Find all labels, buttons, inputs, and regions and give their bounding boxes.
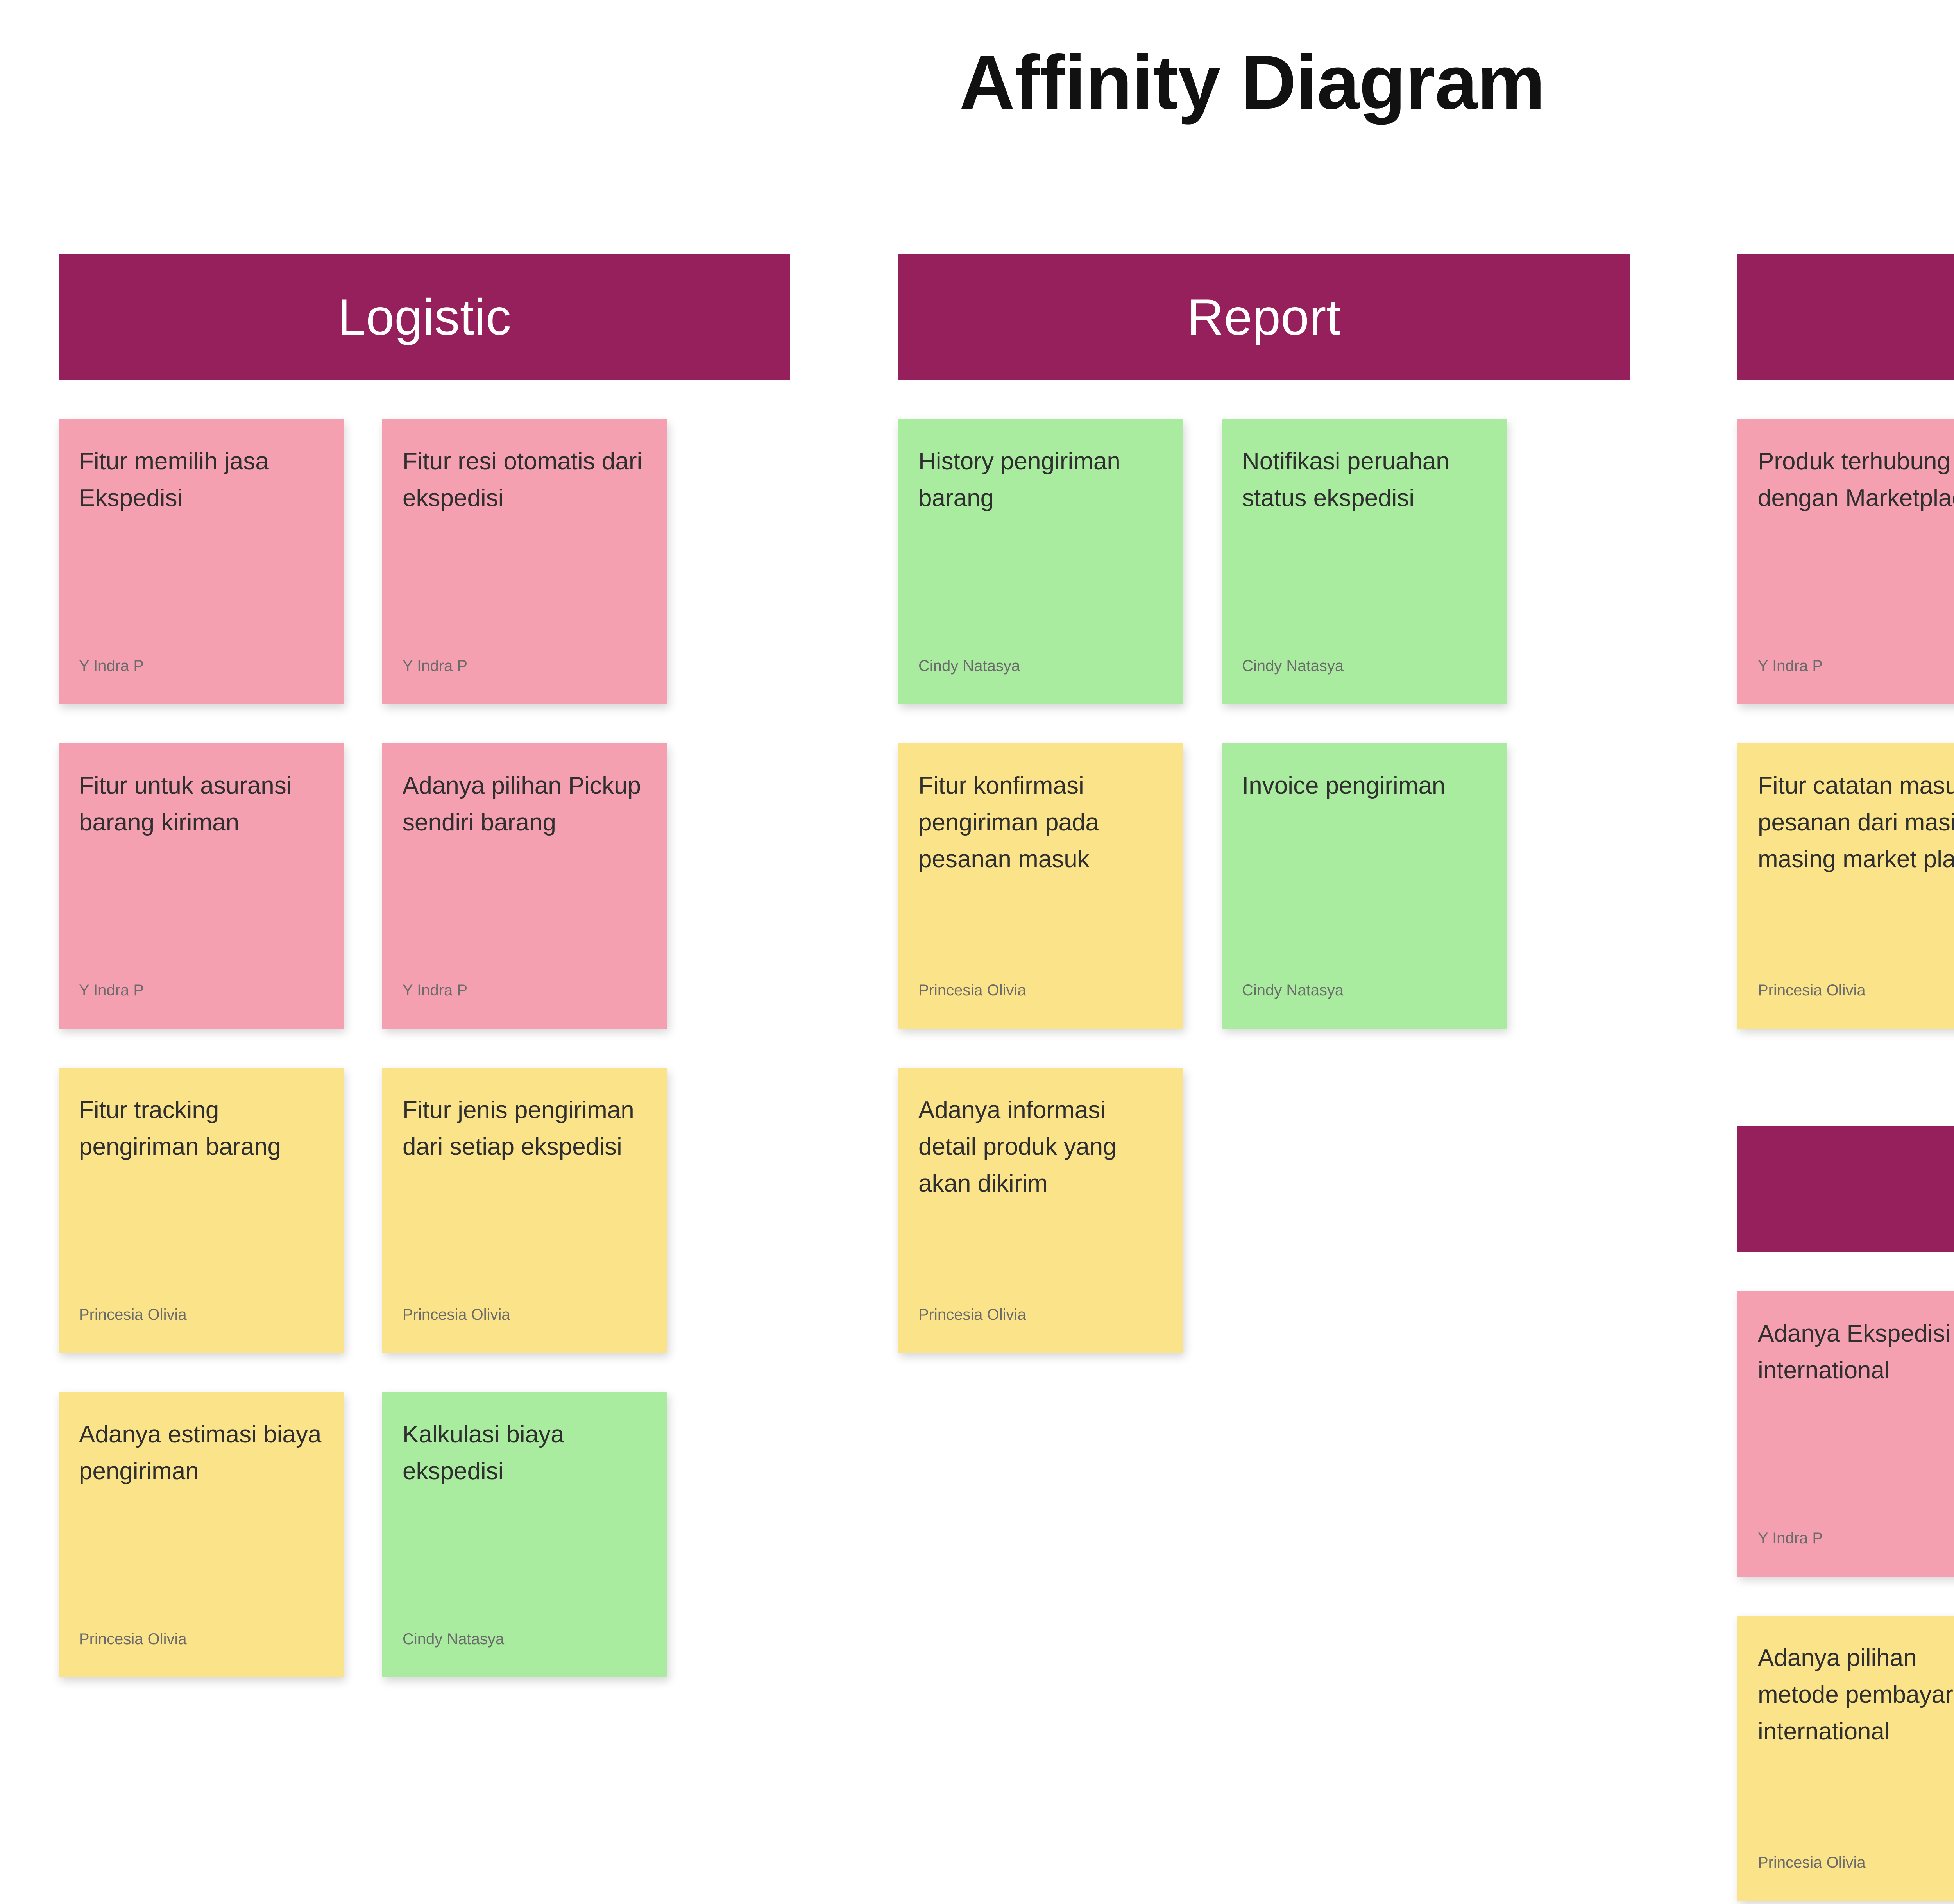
page-title: Affinity Diagram: [959, 39, 1545, 125]
sticky-note-text: Adanya estimasi biaya pengiriman: [79, 1421, 322, 1485]
column-marketplace: Marketplace Produk terhubung dengan Mark…: [1737, 254, 1954, 1901]
category-header-export[interactable]: Export: [1737, 1126, 1954, 1252]
sticky-note-author: Princesia Olivia: [79, 1306, 187, 1323]
sticky-note-author: Cindy Natasya: [918, 657, 1020, 675]
sticky-note-text: Fitur jenis pengiriman dari setiap ekspe…: [403, 1097, 634, 1161]
sticky-note[interactable]: Adanya pilihan Pickup sendiri barang Y In…: [382, 743, 667, 1029]
category-header-label: Logistic: [337, 288, 512, 345]
sticky-note-text: Fitur resi otomatis dari ekspedisi: [403, 448, 642, 512]
notes-grid-marketplace: Produk terhubung dengan Marketplace Y Ind…: [1737, 380, 1954, 1029]
sticky-note-author: Princesia Olivia: [1758, 982, 1866, 999]
category-header-report[interactable]: Report: [898, 254, 1630, 380]
sticky-note[interactable]: Fitur untuk asuransi barang kiriman Y Ind…: [59, 743, 344, 1029]
sticky-note-author: Cindy Natasya: [1242, 982, 1344, 999]
sticky-note[interactable]: Fitur konfirmasi pengiriman pada pesanan…: [898, 743, 1183, 1029]
sticky-note[interactable]: Produk terhubung dengan Marketplace Y Ind…: [1737, 419, 1954, 704]
export-section: Export Adanya Ekspedisi international Y I…: [1737, 1126, 1954, 1901]
column-logistic: Logistic Fitur memilih jasa Ekspedisi Y I…: [59, 254, 790, 1677]
sticky-note-author: Princesia Olivia: [79, 1630, 187, 1648]
sticky-note[interactable]: Adanya informasi detail produk yang akan…: [898, 1068, 1183, 1353]
sticky-note-text: Invoice pengiriman: [1242, 772, 1446, 799]
sticky-note-author: Princesia Olivia: [918, 982, 1026, 999]
sticky-note-text: Fitur catatan masuk pesanan dari masing-…: [1758, 772, 1954, 873]
category-header-label: Report: [1187, 288, 1341, 345]
sticky-note-author: Cindy Natasya: [403, 1630, 505, 1648]
sticky-note-author: Princesia Olivia: [918, 1306, 1026, 1323]
sticky-note-text: Fitur konfirmasi pengiriman pada pesanan…: [918, 772, 1099, 873]
sticky-note-author: Y Indra P: [403, 657, 468, 675]
sticky-note-author: Princesia Olivia: [1758, 1854, 1866, 1871]
sticky-note-author: Cindy Natasya: [1242, 657, 1344, 675]
sticky-note[interactable]: Adanya Ekspedisi international Y Indra P: [1737, 1291, 1954, 1577]
sticky-note[interactable]: Adanya pilihan metode pembayaran interna…: [1737, 1616, 1954, 1901]
sticky-note-text: Kalkulasi biaya ekspedisi: [403, 1421, 564, 1485]
category-header-logistic[interactable]: Logistic: [59, 254, 790, 380]
sticky-note-author: Y Indra P: [1758, 657, 1823, 675]
sticky-note-text: Fitur tracking pengiriman barang: [79, 1097, 281, 1161]
sticky-note-author: Y Indra P: [1758, 1530, 1823, 1547]
sticky-note-text: Notifikasi peruahan status ekspedisi: [1242, 448, 1449, 512]
sticky-note-author: Y Indra P: [79, 982, 144, 999]
sticky-note-text: Adanya pilihan Pickup sendiri barang: [403, 772, 641, 836]
sticky-note-text: History pengiriman barang: [918, 448, 1120, 512]
sticky-note-author: Y Indra P: [403, 982, 468, 999]
sticky-note-author: Y Indra P: [79, 657, 144, 675]
sticky-note[interactable]: Fitur jenis pengiriman dari setiap ekspe…: [382, 1068, 667, 1353]
sticky-note-author: Princesia Olivia: [403, 1306, 510, 1323]
sticky-note-text: Fitur untuk asuransi barang kiriman: [79, 772, 292, 836]
sticky-note[interactable]: Fitur resi otomatis dari ekspedisi Y Indr…: [382, 419, 667, 704]
category-header-marketplace[interactable]: Marketplace: [1737, 254, 1954, 380]
sticky-note[interactable]: Fitur catatan masuk pesanan dari masing-…: [1737, 743, 1954, 1029]
sticky-note-text: Fitur memilih jasa Ekspedisi: [79, 448, 269, 512]
sticky-note-text: Adanya Ekspedisi international: [1758, 1320, 1950, 1384]
sticky-note[interactable]: Fitur memilih jasa Ekspedisi Y Indra P: [59, 419, 344, 704]
sticky-note-text: Adanya informasi detail produk yang akan…: [918, 1097, 1117, 1197]
sticky-note-text: Produk terhubung dengan Marketplace: [1758, 448, 1954, 512]
sticky-note-text: Adanya pilihan metode pembayaran interna…: [1758, 1645, 1954, 1745]
